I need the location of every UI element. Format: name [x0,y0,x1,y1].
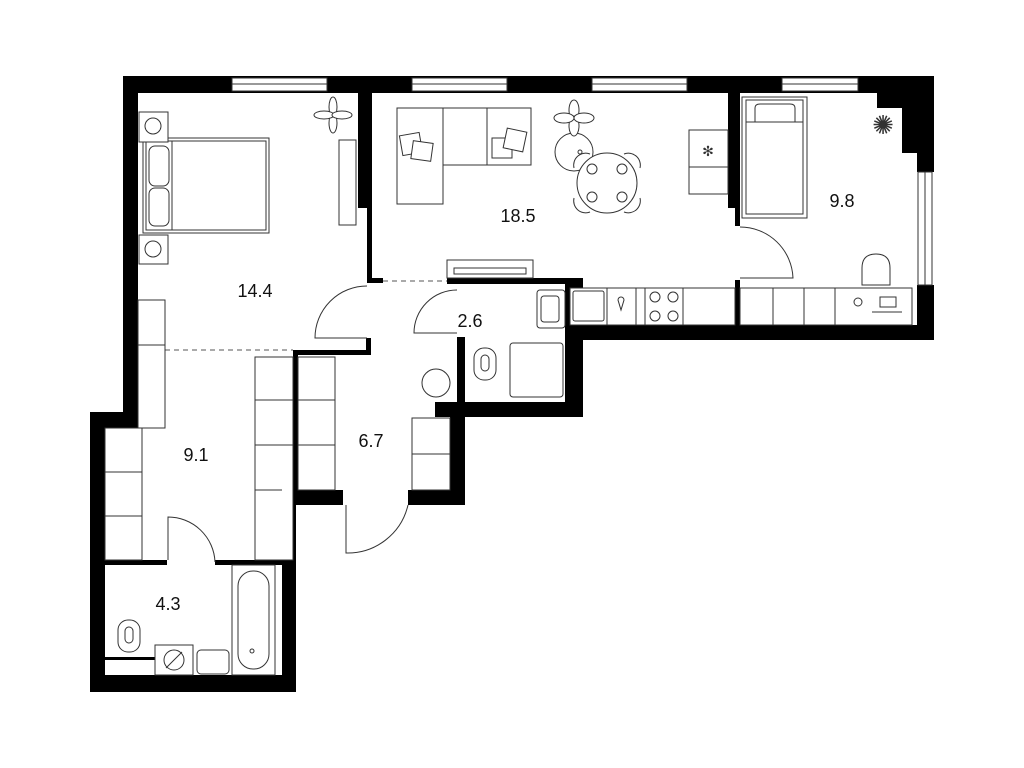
wardrobes [104,299,451,561]
doors [167,226,794,563]
plant-icon [313,96,353,134]
room-area-bedroom: 14.4 [237,281,272,301]
sofa [396,107,532,205]
fridge: ✻ [688,129,729,195]
door-wc [413,289,458,334]
tv-stand [338,139,357,226]
plant-icon: ✺ [872,111,894,141]
wc-fixtures [473,289,566,398]
room-area-wc: 2.6 [457,311,482,331]
tv-unit [446,259,534,279]
svg-text:✻: ✻ [702,144,714,160]
door-bedroom [314,285,368,339]
room-area-living: 18.5 [500,206,535,226]
door-bathroom [167,516,216,563]
kitchen-counter [569,287,736,326]
windows [231,77,933,286]
room-area-hall: 6.7 [358,431,383,451]
kids-bed [741,96,808,219]
room-area-kids: 9.8 [829,191,854,211]
desk [739,287,913,326]
room-area-dressing: 9.1 [183,445,208,465]
dining-table [554,132,641,214]
room-area-bathroom: 4.3 [155,594,180,614]
entrance-door [345,504,409,554]
bed [142,137,270,234]
desk-chair [861,253,891,286]
door-kids-room [739,226,794,279]
plant-icon [553,99,595,137]
room-labels: 14.4 18.5 9.8 2.6 9.1 6.7 4.3 [155,191,854,614]
nightstands [138,111,169,265]
bathroom-fixtures [117,564,276,676]
hall-rug [421,368,451,398]
